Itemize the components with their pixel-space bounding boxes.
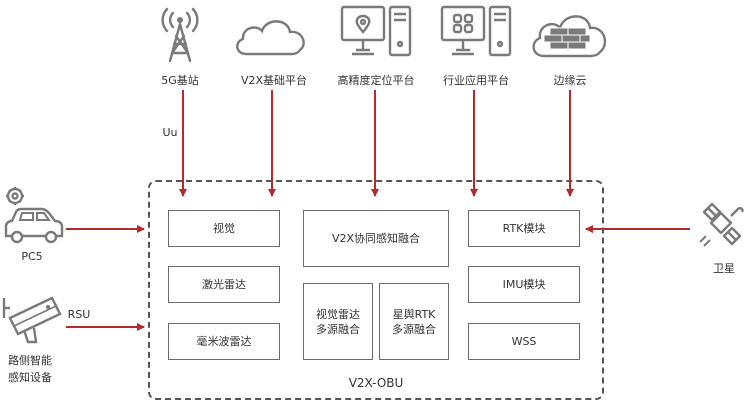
industry-app-label: 行业应用平台 (443, 74, 509, 87)
imu-module-box: IMU模块 (468, 266, 580, 303)
uu-link-label: Uu (162, 126, 178, 139)
cloud-bricks-icon (528, 8, 612, 60)
cloud-icon (232, 14, 312, 58)
lidar-text: 激光雷达 (202, 278, 246, 291)
rsu-link-label: RSU (67, 308, 91, 321)
base-station-label: 5G基站 (161, 74, 199, 87)
vision-radar-line1: 视觉雷达 (316, 307, 360, 321)
star-rtk-fusion-box: 星舆RTK 多源融合 (379, 283, 449, 360)
monitor-location-icon (340, 4, 414, 60)
obu-title: V2X-OBU (348, 376, 404, 390)
hd-positioning-label: 高精度定位平台 (337, 74, 415, 87)
vision-radar-fusion-box: 视觉雷达 多源融合 (303, 283, 373, 360)
pc5-label: PC5 (21, 250, 43, 263)
wss-box: WSS (468, 323, 580, 360)
monitor-apps-icon (440, 4, 514, 60)
rtk-module-text: RTK模块 (502, 222, 546, 235)
car-gear-icon (2, 186, 66, 246)
roadside-label-line2: 感知设备 (8, 371, 52, 384)
vision-radar-line2: 多源融合 (316, 322, 360, 336)
satellite-label: 卫星 (713, 262, 735, 275)
wss-text: WSS (511, 335, 537, 348)
imu-module-text: IMU模块 (502, 278, 546, 291)
rtk-module-box: RTK模块 (468, 210, 580, 247)
roadside-label-line1: 路侧智能 (8, 354, 52, 367)
edge-cloud-label: 边缘云 (553, 74, 587, 87)
v2x-platform-label: V2X基础平台 (240, 74, 308, 87)
star-rtk-line1: 星舆RTK (392, 307, 436, 321)
signal-tower-icon (155, 6, 205, 62)
mmwave-radar-text: 毫米波雷达 (196, 335, 252, 348)
vision-text: 视觉 (213, 222, 235, 235)
lidar-box: 激光雷达 (168, 266, 280, 303)
v2x-fusion-box: V2X协同感知融合 (303, 210, 449, 267)
vision-box: 视觉 (168, 210, 280, 247)
star-rtk-line2: 多源融合 (392, 322, 436, 336)
mmwave-radar-box: 毫米波雷达 (168, 323, 280, 360)
v2x-fusion-text: V2X协同感知融合 (331, 232, 421, 245)
satellite-icon (694, 196, 750, 252)
camera-icon (0, 296, 66, 350)
